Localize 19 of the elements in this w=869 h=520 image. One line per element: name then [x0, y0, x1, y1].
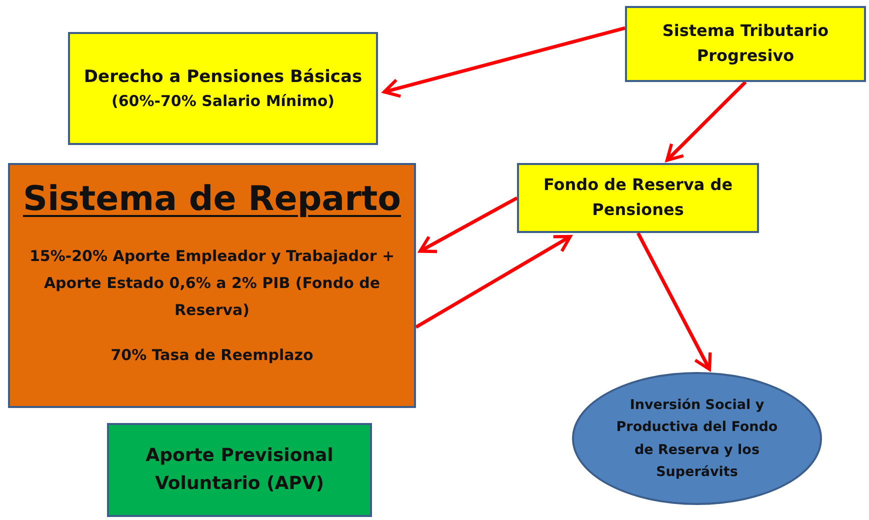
arrow [636, 232, 712, 371]
arrow [382, 26, 626, 98]
node-text: 15%-20% Aporte Empleador y Trabajador + Aporte Estado 0,6% a 2% PIB (Fondo de Reserva) [28, 246, 396, 322]
node-text: 70% Tasa de Reemplazo [110, 345, 314, 366]
node-text: (60%-70% Salario Mínimo) [111, 91, 335, 112]
node-heading: Derecho a Pensiones Básicas [84, 66, 362, 89]
box-node [517, 163, 759, 233]
node-text: Sistema Tributario Progresivo [661, 20, 830, 67]
node-text: Aporte Previsional Voluntario (APV) [144, 444, 334, 496]
arrow [665, 80, 747, 162]
node-text: Fondo de Reserva de Pensiones [542, 174, 734, 221]
arrow [415, 234, 572, 329]
node-heading: Sistema de Reparto [22, 178, 402, 221]
box-node [625, 6, 866, 82]
box-node [107, 423, 372, 517]
node-text: Inversión Social y Productiva del Fondo de Reserva y los Superávits [615, 396, 779, 482]
box-node [8, 163, 416, 408]
arrow [418, 196, 518, 254]
box-node [68, 32, 378, 145]
